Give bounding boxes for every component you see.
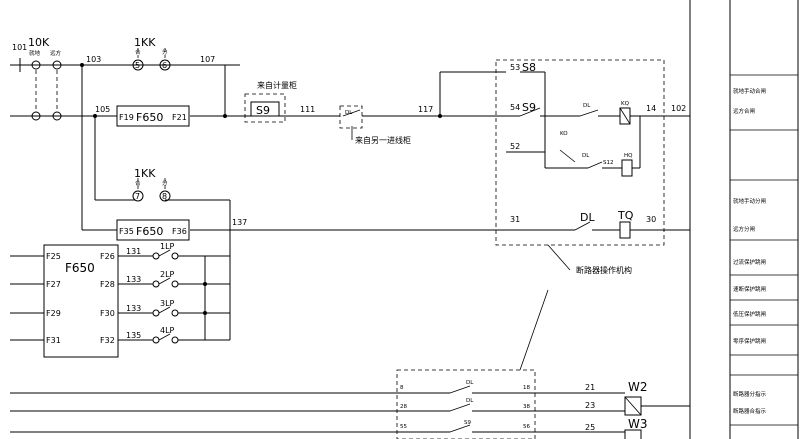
wire-56: 56	[523, 424, 530, 430]
wire-103: 103	[86, 55, 101, 64]
contact-dl-d: DL	[466, 398, 474, 404]
contact-dl-a: DL	[583, 103, 591, 109]
lamp-w2: W2	[628, 380, 648, 394]
pin-f19: F19	[119, 113, 134, 122]
contact-dl-other: DL	[345, 110, 353, 116]
relay-f650-title: F650	[65, 261, 95, 275]
contact-5: 5	[135, 61, 140, 70]
wire-8: 8	[400, 385, 404, 391]
wire-133-b: 133	[126, 304, 141, 313]
pin-f26: F26	[100, 252, 115, 261]
switch-10k: 10K	[28, 36, 50, 49]
label-he-top: 合	[135, 48, 141, 56]
contact-dl-b: DL	[582, 153, 590, 159]
label-fen-mid: 分	[162, 179, 168, 187]
contact-6: 6	[162, 61, 167, 70]
coil-hq: HQ	[624, 153, 633, 159]
wire-111: 111	[300, 105, 315, 114]
wire-14: 14	[646, 104, 656, 113]
plate-4lp: 4LP	[160, 326, 175, 335]
relay-ko: KO	[560, 131, 568, 137]
label-from-other: 来自另一进线柜	[355, 135, 411, 145]
contact-7: 7	[135, 192, 140, 201]
label-from-meter: 来自计量柜	[257, 80, 297, 90]
wire-52: 52	[510, 142, 520, 151]
tb-overcurrent-trip: 过流保护跳闸	[733, 258, 766, 266]
relay-f650-a: F650	[136, 111, 163, 124]
coil-tq: TQ	[617, 209, 634, 222]
plate-2lp: 2LP	[160, 270, 175, 279]
label-fen-top: 分	[162, 48, 168, 56]
coil-kq: KQ	[621, 101, 630, 107]
wire-107: 107	[200, 55, 215, 64]
pin-f30: F30	[100, 309, 115, 318]
switch-s9: S9	[256, 104, 270, 117]
tb-breaker-open-ind: 断路器分指示	[733, 390, 767, 398]
wire-133-a: 133	[126, 275, 141, 284]
wire-105: 105	[95, 105, 110, 114]
tb-undervoltage-trip: 低压保护跳闸	[733, 310, 766, 318]
label-breaker-mechanism: 断路器操作机构	[576, 265, 632, 275]
switch-s9-right: S9	[522, 101, 536, 114]
pin-f35: F35	[119, 227, 134, 236]
wire-135: 135	[126, 331, 141, 340]
tb-instant-trip: 速断保护跳闸	[733, 285, 766, 293]
pin-f32: F32	[100, 336, 115, 345]
tb-local-open: 就地手动分闸	[733, 197, 766, 205]
contact-dl-c: DL	[466, 380, 474, 386]
switch-s8: S8	[522, 61, 536, 74]
wire-30: 30	[646, 215, 656, 224]
plate-1lp: 1LP	[160, 242, 175, 251]
wire-53: 53	[510, 63, 520, 72]
switch-1kk-mid: 1KK	[134, 167, 156, 180]
switch-s9-bottom: S9	[464, 420, 471, 426]
contact-8: 8	[162, 192, 167, 201]
wire-38: 38	[523, 404, 530, 410]
wire-102: 102	[671, 104, 686, 113]
wire-23: 23	[585, 401, 595, 410]
switch-s12: S12	[603, 160, 614, 166]
tb-remote-close: 远方合闸	[733, 107, 755, 115]
plate-3lp: 3LP	[160, 299, 175, 308]
switch-1kk-top: 1KK	[134, 36, 156, 49]
wire-18: 18	[523, 385, 530, 391]
pin-f36: F36	[172, 227, 187, 236]
wire-28: 28	[400, 404, 407, 410]
wire-137: 137	[232, 218, 247, 227]
wire-117: 117	[418, 105, 433, 114]
pin-f28: F28	[100, 280, 115, 289]
label-he-mid: 合	[135, 179, 141, 187]
wire-21: 21	[585, 383, 595, 392]
relay-f650-b: F650	[136, 225, 163, 238]
pin-f25: F25	[46, 252, 61, 261]
pin-f31: F31	[46, 336, 61, 345]
tb-local-close: 就地手动合闸	[733, 87, 766, 95]
tb-remote-open: 远方分闸	[733, 225, 755, 233]
tb-zero-seq-trip: 零序保护跳闸	[733, 337, 766, 345]
pin-f29: F29	[46, 309, 61, 318]
pin-f21: F21	[172, 113, 187, 122]
wire-54: 54	[510, 103, 520, 112]
tb-breaker-close-ind: 断路器合指示	[733, 407, 767, 415]
pin-f27: F27	[46, 280, 61, 289]
wire-25: 25	[585, 423, 595, 432]
wire-101: 101	[12, 43, 27, 52]
lamp-w3: W3	[628, 417, 648, 431]
label-remote: 远方	[50, 49, 62, 57]
wire-131: 131	[126, 247, 141, 256]
wire-55: 55	[400, 424, 407, 430]
wire-31: 31	[510, 215, 520, 224]
label-local: 就地	[29, 49, 41, 57]
contact-dl-trip: DL	[580, 211, 595, 224]
